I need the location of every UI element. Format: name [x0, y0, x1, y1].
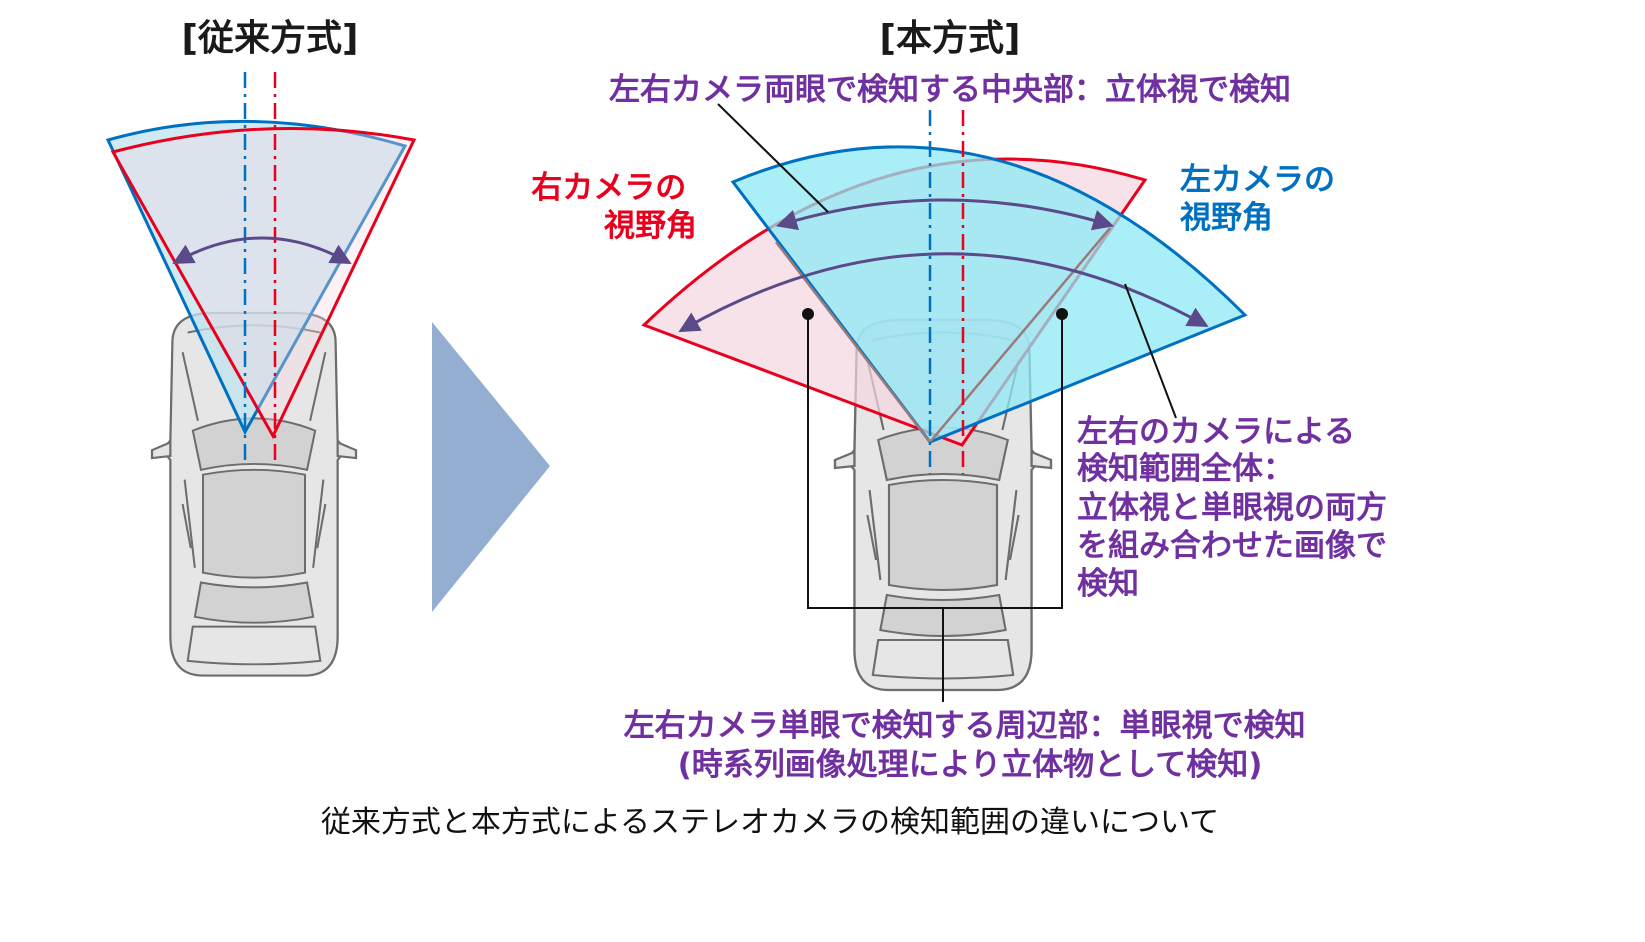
- conventional-heading: [従来方式]: [182, 18, 359, 59]
- stereo-center-label: 左右カメラ両眼で検知する中央部：立体視で検知: [609, 72, 1291, 108]
- total-range-label: 左右のカメラによる 検知範囲全体： 立体視と単眼視の両方 を組み合わせた画像で …: [1077, 414, 1398, 602]
- peripheral-bracket: [807, 314, 1063, 702]
- proposed-panel: [本方式] 左右カメラ両眼で検知する中央部：立体視で検知 右カメラの 視野角: [531, 18, 1398, 783]
- conventional-left-camera-fan: [105, 119, 408, 436]
- conventional-panel: [従来方式]: [105, 18, 417, 677]
- conventional-angle-arrow: [172, 236, 352, 265]
- figure-caption: 従来方式と本方式によるステレオカメラの検知範囲の違いについて: [321, 805, 1219, 840]
- right-camera-label: 右カメラの 視野角: [531, 170, 697, 244]
- conventional-right-camera-fan: [110, 127, 417, 440]
- peripheral-label: 左右カメラ単眼で検知する周辺部：単眼視で検知 (時系列画像処理により立体物として…: [624, 708, 1317, 783]
- center-label-leader: [717, 103, 829, 213]
- proposed-heading: [本方式]: [880, 18, 1021, 59]
- total-label-leader: [1124, 283, 1177, 419]
- stereo-angle-arrow: [775, 198, 1115, 231]
- total-angle-arrow: [678, 252, 1209, 333]
- left-camera-label: 左カメラの 視野角: [1180, 162, 1346, 236]
- transition-arrow: [432, 322, 550, 612]
